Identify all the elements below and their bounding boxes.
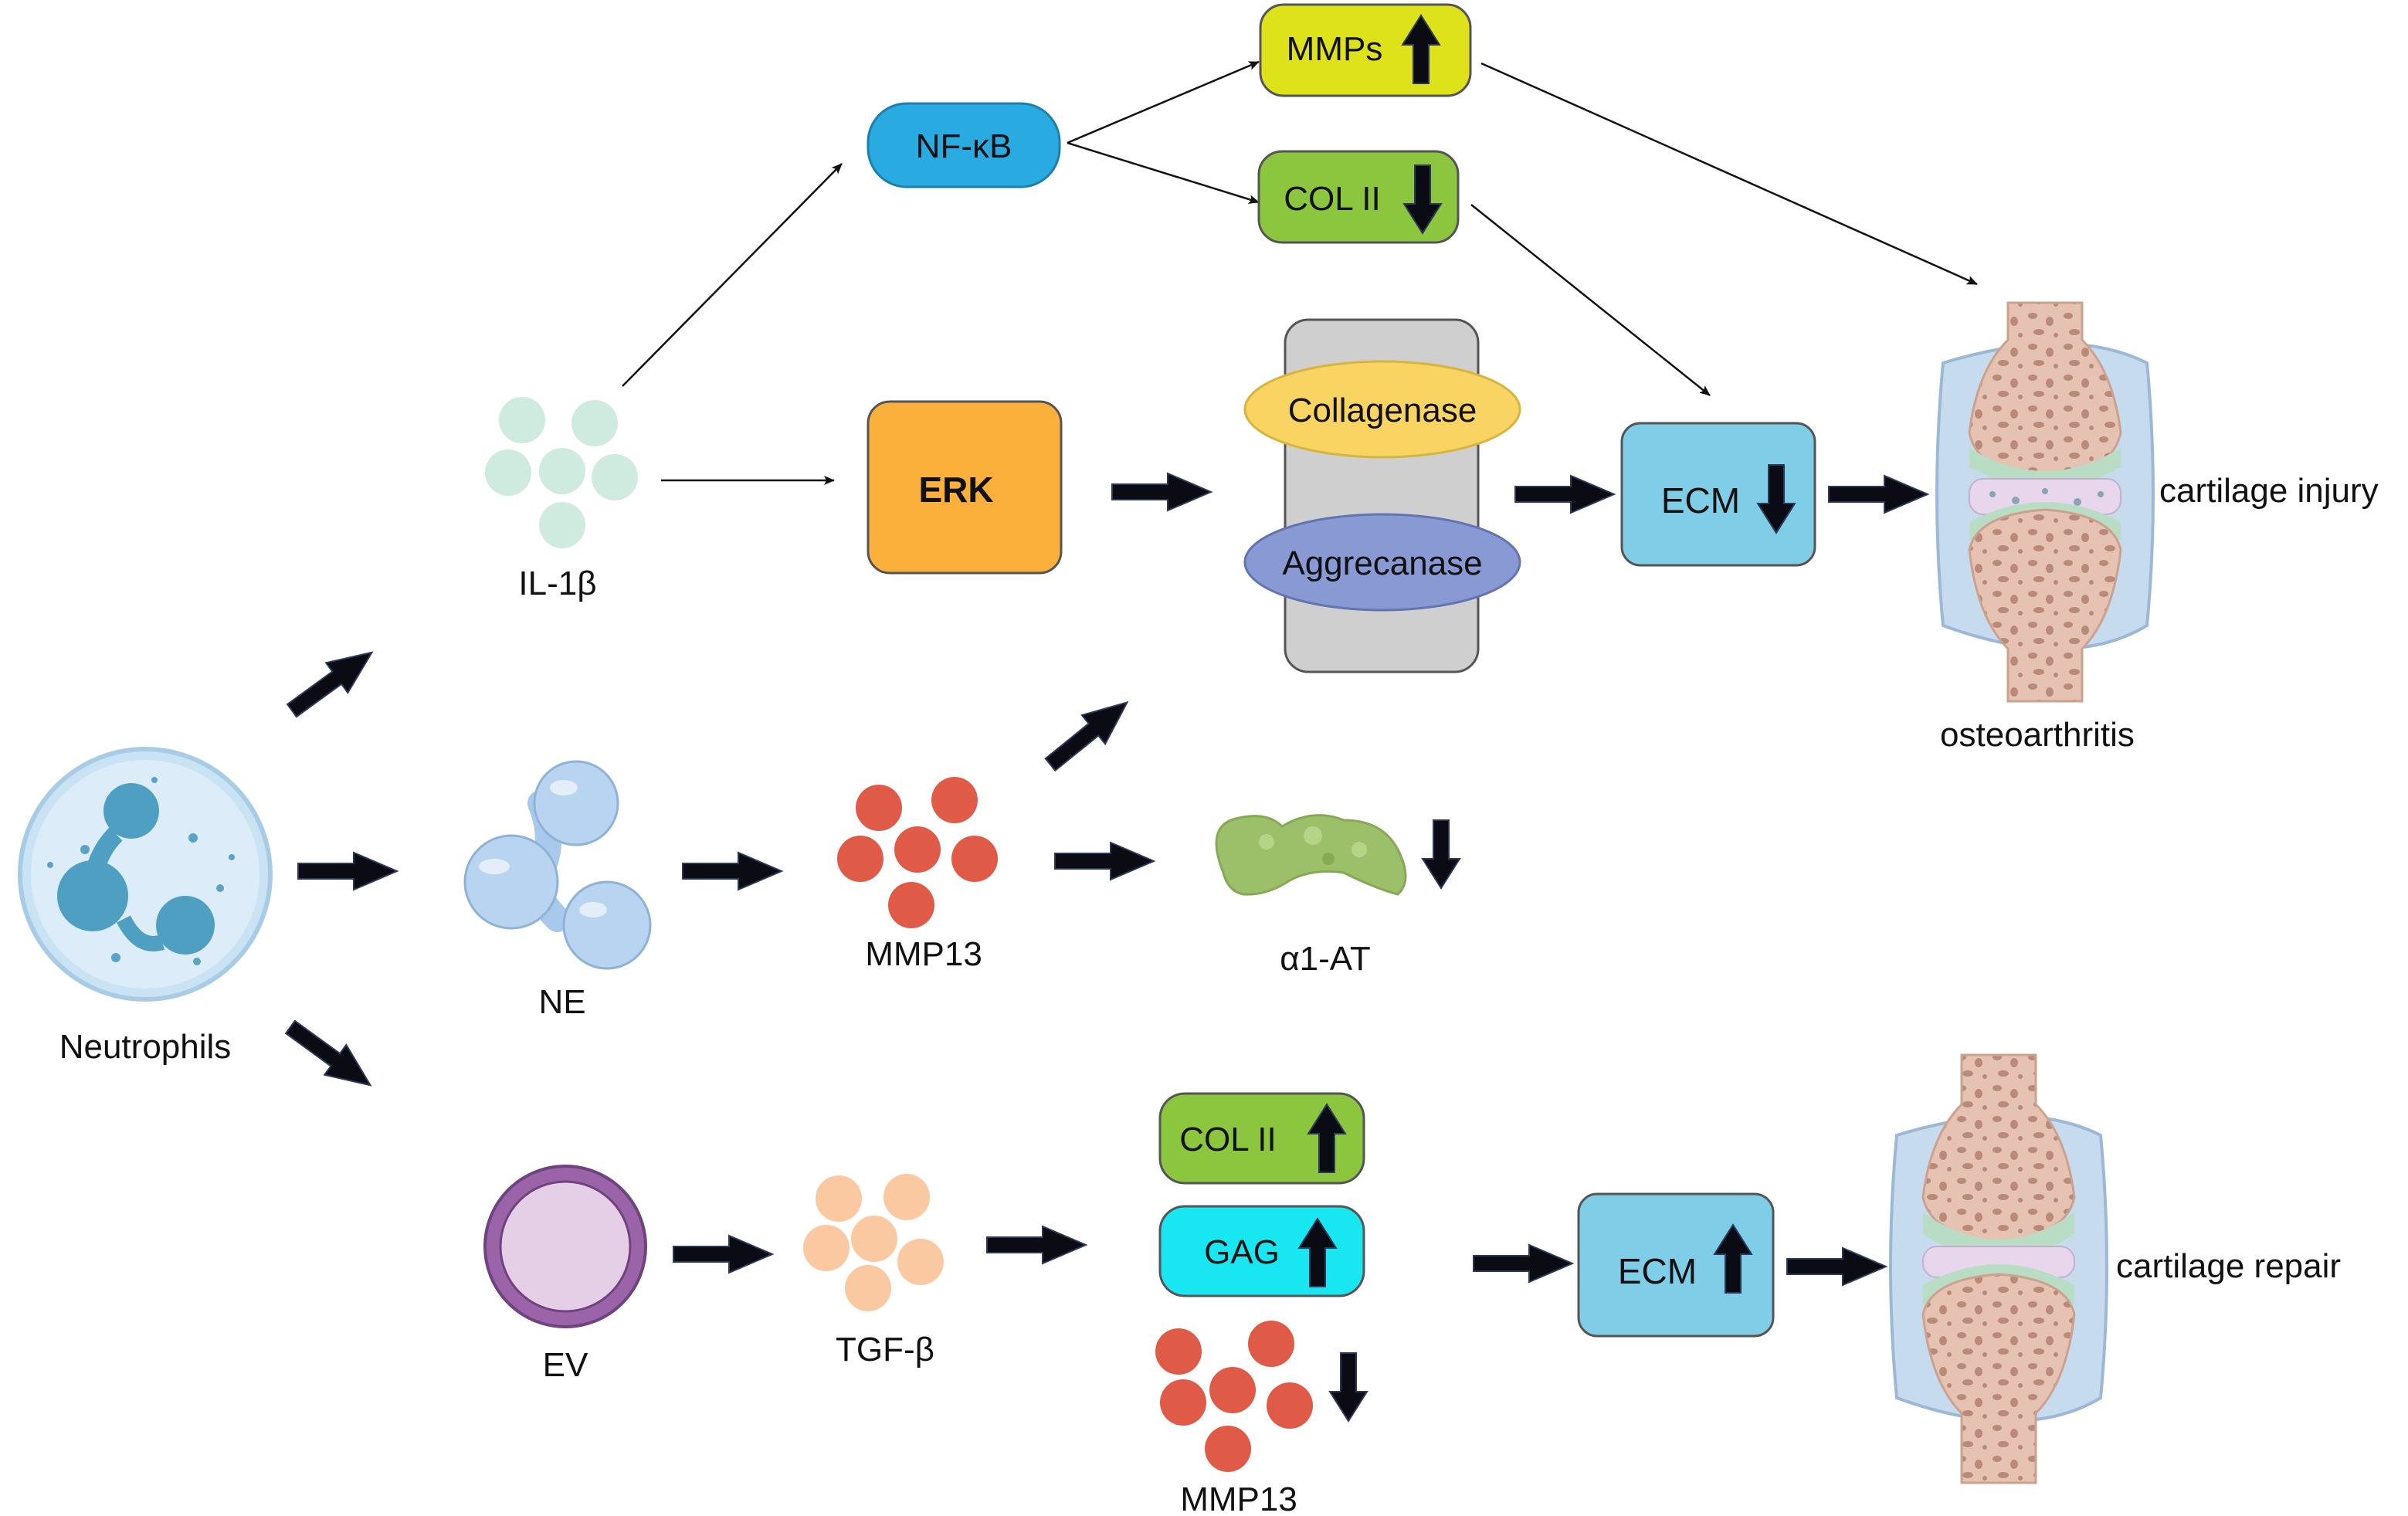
mmp13-bottom-cluster [1155,1321,1313,1472]
tgfb-cluster [803,1174,944,1311]
tgfb-label: TGF-β [836,1331,934,1368]
mmp13-bottom-down-arrow-icon [1329,1352,1368,1422]
mmp13-mid-label: MMP13 [865,935,982,973]
ecm-top-text: ECM [1661,480,1740,521]
nfkb-text: NF-κB [916,127,1012,165]
neutrophil-cell [18,747,273,1002]
cartilage-injury-label: cartilage injury [2159,472,2379,510]
erk-text: ERK [918,470,993,510]
col2-bottom-box: COL II [1158,1092,1365,1185]
a1at-protein [1215,814,1407,896]
mmps-text: MMPs [1287,30,1383,68]
osteoarthritis-label: osteoarthritis [1940,716,2135,754]
ev-label: EV [543,1346,588,1384]
aggrecanase-text: Aggrecanase [1282,544,1482,582]
ecm-top-box: ECM [1620,422,1816,567]
gag-text: GAG [1204,1233,1280,1271]
mmp13-mid-cluster [837,777,998,928]
aggrecanase-ellipse [1243,513,1521,612]
joint-injury-illustration [1935,301,2155,703]
il1b-label: IL-1β [518,565,596,602]
erk-box: ERK [867,400,1063,575]
col2-top-box: COL II [1257,150,1460,244]
mmp13-bottom-label: MMP13 [1180,1480,1297,1516]
ne-label: NE [538,983,585,1021]
ev-vesicle [483,1165,647,1328]
joint-repair-illustration [1889,1053,2108,1484]
ecm-bottom-box: ECM [1577,1192,1775,1338]
col2-top-text: COL II [1284,180,1381,218]
neutrophils-label: Neutrophils [59,1028,232,1066]
a1at-label: α1-AT [1280,940,1371,978]
cartilage-repair-label: cartilage repair [2116,1247,2341,1285]
enzyme-block: Collagenase Aggrecanase [1243,318,1521,673]
collagenase-text: Collagenase [1288,392,1477,429]
a1at-down-arrow-icon [1422,819,1460,889]
il1b-cluster [485,397,638,548]
collagenase-ellipse [1243,360,1521,459]
ecm-bottom-text: ECM [1618,1251,1697,1291]
nfkb-box: NF-κB [867,102,1061,188]
mmps-box: MMPs [1259,3,1472,97]
ne-molecule [463,760,652,970]
col2-bottom-text: COL II [1179,1121,1277,1158]
gag-box: GAG [1158,1205,1365,1297]
thin-connectors [622,60,1978,485]
